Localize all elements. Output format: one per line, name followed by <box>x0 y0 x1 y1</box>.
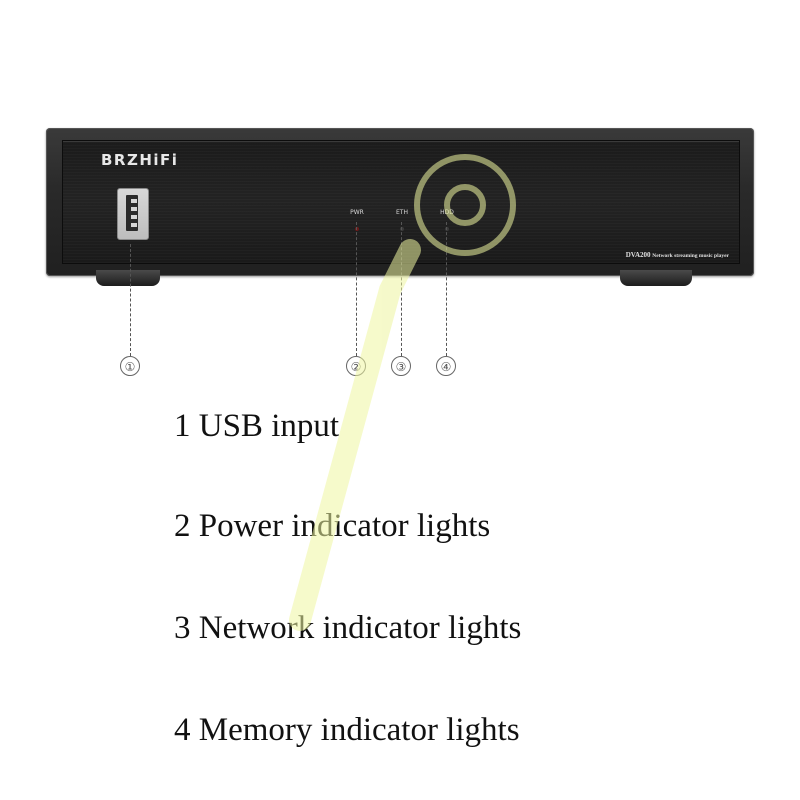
callout-3: ③ <box>391 356 411 376</box>
legend-memory-indicator: 4 Memory indicator lights <box>174 712 520 748</box>
leader-line-memory <box>446 222 447 356</box>
model-label: DVA200 Network streaming music player <box>626 251 729 259</box>
leader-line-power <box>356 222 357 356</box>
usb-pin <box>131 215 137 219</box>
usb-pin <box>131 207 137 211</box>
legend-network-indicator: 3 Network indicator lights <box>174 610 522 646</box>
eth-label: ETH <box>396 209 408 216</box>
usb-pin <box>131 223 137 227</box>
pwr-label: PWR <box>350 209 364 216</box>
legend-usb-input: 1 USB input <box>174 408 340 444</box>
model-name: DVA200 <box>625 251 651 259</box>
callout-4: ④ <box>436 356 456 376</box>
usb-slot <box>126 195 138 231</box>
callout-1: ① <box>120 356 140 376</box>
network-led <box>400 227 404 231</box>
device-foot-left <box>96 270 160 286</box>
leader-line-usb <box>130 244 131 356</box>
brand-logo: BRZHiFi <box>101 151 179 169</box>
hdd-label: HDD <box>440 209 454 216</box>
leader-line-network <box>401 222 402 356</box>
usb-pin <box>131 199 137 203</box>
legend-power-indicator: 2 Power indicator lights <box>174 508 491 544</box>
model-subtitle: Network streaming music player <box>652 253 729 259</box>
device-foot-right <box>620 270 692 286</box>
device-chassis: BRZHiFi PWR ETH HDD DVA200 Network strea… <box>46 128 754 276</box>
power-led <box>355 227 359 231</box>
callout-2: ② <box>346 356 366 376</box>
usb-port <box>117 188 149 240</box>
